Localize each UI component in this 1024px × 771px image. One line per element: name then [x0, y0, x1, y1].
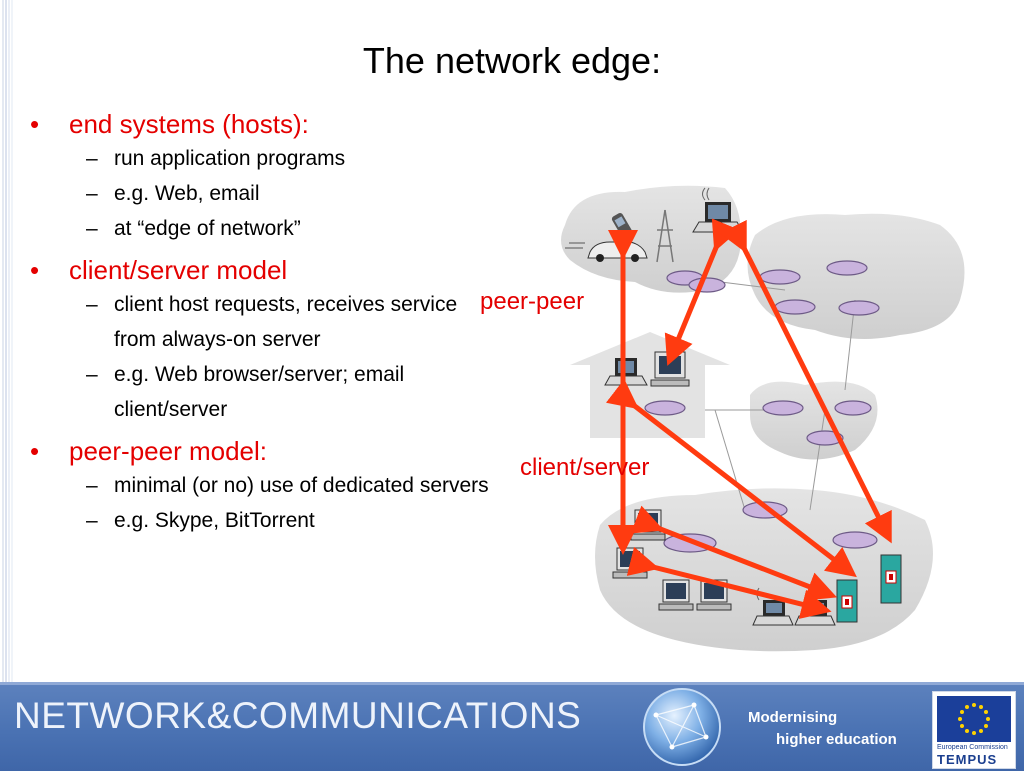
bullet-peer-peer: • peer-peer model: [30, 434, 500, 468]
desktop-icon [612, 547, 648, 579]
sub-bullet: – e.g. Skype, BitTorrent [30, 503, 500, 538]
peer-peer-label: peer-peer [480, 288, 585, 315]
peer-peer-arrow [626, 546, 832, 619]
bullet-list: • end systems (hosts): – run application… [30, 104, 500, 538]
peer-peer-arrow [664, 218, 740, 366]
server-icon [880, 554, 902, 604]
sub-bullet-text: client host requests, receives service f… [114, 293, 458, 351]
router-icon [832, 531, 878, 549]
dash-marker: – [86, 363, 98, 386]
tagline-line-1: Modernising [748, 709, 838, 726]
sub-bullet-text: at “edge of network” [114, 217, 301, 240]
desktop-icon [658, 579, 694, 611]
sub-bullet: – run application programs [30, 141, 500, 176]
dash-marker: – [86, 182, 98, 205]
router-icon [774, 299, 816, 315]
backbone-cloud [750, 381, 878, 460]
eu-flag-icon [937, 696, 1011, 742]
sub-bullet: – e.g. Web browser/server; email client/… [30, 357, 500, 427]
eu-tempus-logo: European Commission TEMPUS [932, 691, 1016, 769]
router-icon [838, 300, 880, 316]
eu-caption: European Commission [937, 744, 1008, 751]
bullet-marker: • [30, 436, 40, 466]
desktop-icon [630, 509, 666, 541]
globe-logo-icon [643, 688, 721, 766]
sub-bullet: – at “edge of network” [30, 211, 500, 246]
bullet-end-systems: • end systems (hosts): [30, 107, 500, 141]
bullet-label: peer-peer model: [69, 436, 267, 466]
home-desktop-icon [650, 351, 690, 387]
mobile-network-cloud [561, 185, 741, 293]
router-icon [688, 277, 726, 293]
bullet-label: end systems (hosts): [69, 109, 309, 139]
slide-title: The network edge: [362, 40, 662, 81]
sub-bullet-text: e.g. Web browser/server; email client/se… [114, 363, 405, 421]
bullet-marker: • [30, 255, 40, 285]
router-icon [762, 400, 804, 416]
router-icon [826, 260, 868, 276]
connection-arrows [605, 218, 892, 619]
dash-marker: – [86, 474, 98, 497]
network-diagram [561, 185, 965, 652]
router-icon [834, 400, 872, 416]
footer-title: NETWORK&COMMUNICATIONS [14, 695, 582, 736]
tagline-line-2: higher education [776, 731, 897, 748]
sub-bullet-text: minimal (or no) use of dedicated servers [114, 474, 489, 497]
sub-bullet: – minimal (or no) use of dedicated serve… [30, 468, 500, 503]
sub-bullet: – client host requests, receives service… [30, 287, 500, 357]
bullet-client-server: • client/server model [30, 253, 500, 287]
router-icon [759, 269, 801, 285]
router-icon [644, 400, 686, 416]
sub-bullet-text: run application programs [114, 147, 346, 170]
home-network-house [570, 332, 730, 438]
bullet-marker: • [30, 109, 40, 139]
left-decorative-lines [2, 0, 13, 682]
client-server-label: client/server [520, 454, 650, 481]
sub-bullet-text: e.g. Skype, BitTorrent [114, 509, 315, 532]
dash-marker: – [86, 147, 98, 170]
sub-bullet: – e.g. Web, email [30, 176, 500, 211]
sub-bullet-text: e.g. Web, email [114, 182, 260, 205]
dash-marker: – [86, 217, 98, 240]
server-icon [836, 579, 858, 623]
tempus-wordmark: TEMPUS [937, 752, 998, 767]
dash-marker: – [86, 509, 98, 532]
bullet-label: client/server model [69, 255, 288, 285]
dash-marker: – [86, 293, 98, 316]
footer-banner: NETWORK&COMMUNICATIONS Modernising highe… [0, 682, 1024, 771]
footer-tagline: Modernising higher education [748, 707, 897, 751]
